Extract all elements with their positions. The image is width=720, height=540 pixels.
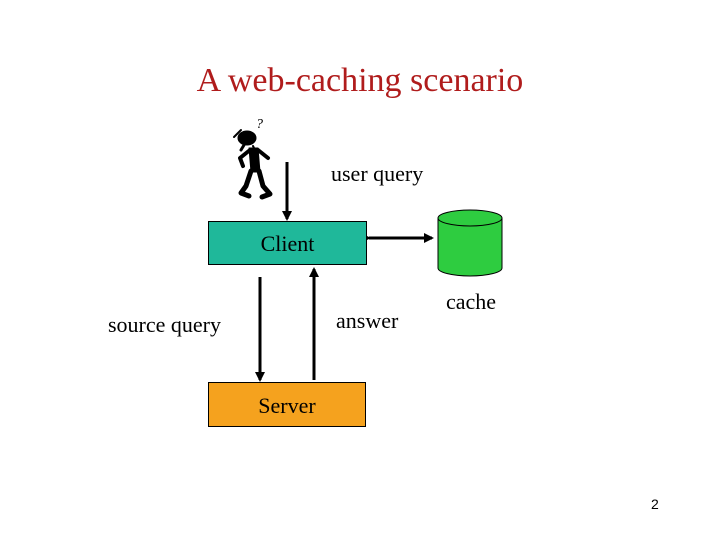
- user-query-label: user query: [331, 161, 424, 186]
- user-figure-icon: [233, 129, 273, 200]
- server-label: Server: [258, 393, 316, 418]
- server-box: Server: [208, 382, 366, 427]
- source-query-label: source query: [108, 312, 222, 337]
- cache-label: cache: [446, 289, 497, 314]
- answer-label: answer: [336, 308, 399, 333]
- slide-title: A web-caching scenario: [196, 62, 524, 99]
- client-box: Client: [208, 221, 367, 265]
- cache-cylinder-icon: [437, 209, 503, 277]
- client-label: Client: [260, 231, 315, 256]
- question-mark: ?: [256, 117, 263, 132]
- page-number: 2: [651, 496, 659, 512]
